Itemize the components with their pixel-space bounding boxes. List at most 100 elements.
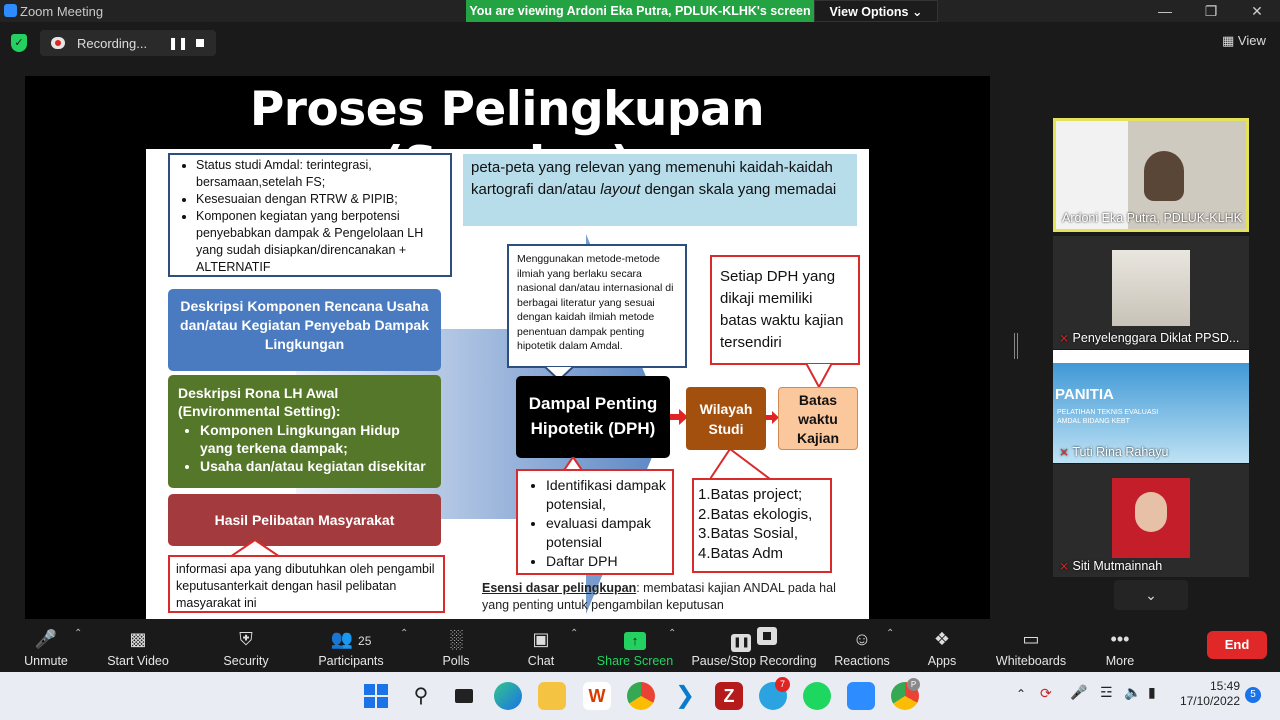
participants-icon: 👥 25 <box>330 629 372 649</box>
windows-start-icon[interactable] <box>362 682 390 710</box>
task-view-icon[interactable] <box>450 682 478 710</box>
participants-button[interactable]: 👥 25 Participants <box>306 627 396 668</box>
status-studi-box: Status studi Amdal: terintegrasi, bersam… <box>168 153 452 277</box>
share-options-caret[interactable]: ⌃ <box>668 628 677 639</box>
battery-icon[interactable]: ▮ <box>1148 684 1156 700</box>
whiteboards-button[interactable]: ▭ Whiteboards <box>986 627 1076 668</box>
metode-box: Menggunakan metode-metode ilmiah yang be… <box>507 244 687 368</box>
cloud-record-icon <box>51 37 65 49</box>
grid-view-icon: ▦ <box>1222 33 1235 48</box>
close-icon[interactable]: ✕ <box>1251 3 1263 19</box>
shared-screen: Proses Pelingkupan (Scoping) Status stud… <box>25 76 990 619</box>
pause-recording-icon[interactable]: ❚❚ <box>168 36 189 50</box>
polls-button[interactable]: ░ Polls <box>411 627 501 668</box>
tile-subheading: PELATIHAN TEKNIS EVALUASI AMDAL BIDANG K… <box>1057 409 1159 425</box>
wilayah-studi-box: Wilayah Studi <box>686 387 766 450</box>
unmute-button[interactable]: 🎤 Unmute <box>1 627 91 668</box>
spotify-icon[interactable] <box>803 682 831 710</box>
mic-muted-icon: ⨯ <box>1059 445 1070 459</box>
apps-button[interactable]: ❖ Apps <box>897 627 987 668</box>
list-item: 3.Batas Sosial, <box>698 525 799 542</box>
pause-stop-icon: ❚❚ <box>689 627 819 652</box>
profile-badge: P <box>907 678 920 691</box>
notification-badge[interactable]: 5 <box>1245 687 1261 703</box>
restore-icon[interactable]: ❐ <box>1204 3 1218 19</box>
informasi-box: informasi apa yang dibutuhkan oleh penga… <box>168 555 445 613</box>
sync-icon[interactable]: ⟳ <box>1040 685 1052 701</box>
video-tile[interactable]: ⨯ Siti Mutmainnah <box>1053 464 1249 577</box>
peta-requirement-box: peta-peta yang relevan yang memenuhi kai… <box>463 154 857 226</box>
chat-bubble-icon: ▣ <box>532 629 550 649</box>
minimize-icon[interactable]: — <box>1158 3 1172 19</box>
stop-recording-icon[interactable] <box>196 39 204 47</box>
video-tile[interactable]: PANITIA PELATIHAN TEKNIS EVALUASI AMDAL … <box>1053 350 1249 463</box>
list-item: 2.Batas ekologis, <box>698 505 813 523</box>
share-screen-button[interactable]: ↑ Share Screen <box>590 627 680 668</box>
list-item: Status studi Amdal: terintegrasi, bersam… <box>196 157 446 191</box>
reactions-options-caret[interactable]: ⌃ <box>886 628 895 639</box>
start-video-button[interactable]: ▩ Start Video <box>93 627 183 668</box>
show-hidden-icons[interactable]: ⌃ <box>1016 687 1027 701</box>
participant-name-row: ⨯ Tuti Rina Rahayu <box>1059 445 1168 459</box>
vscode-icon[interactable]: ❯ <box>674 682 696 709</box>
clock-time: 15:49 <box>1209 679 1240 693</box>
list-item: Daftar DPH <box>546 552 668 571</box>
security-label: Security <box>223 654 269 668</box>
rona-lh-bar: Deskripsi Rona LH Awal (Environmental Se… <box>168 375 441 488</box>
apps-label: Apps <box>927 654 957 668</box>
participants-options-caret[interactable]: ⌃ <box>400 628 409 639</box>
video-tile-active-speaker[interactable]: Ardoni Eka Putra, PDLUK-KLHK <box>1053 118 1249 232</box>
avatar-face <box>1135 492 1167 532</box>
peta-text-italic: layout <box>600 181 641 198</box>
callout-pointer <box>710 449 770 479</box>
edge-browser-icon[interactable] <box>494 682 522 710</box>
filezilla-icon[interactable]: Z <box>715 682 743 710</box>
list-item: Usaha dan/atau kegiatan disekitar <box>200 457 431 475</box>
setiap-dph-box: Setiap DPH yang dikaji memiliki batas wa… <box>710 255 860 365</box>
windows-taskbar: ⚲ W ❯ Z 7 P ⌃ ⟳ 🎤 ☲ 🔈 ▮ 15:49 17/10/2022… <box>0 672 1280 720</box>
pause-stop-recording-button[interactable]: ❚❚ Pause/Stop Recording <box>689 627 819 668</box>
reactions-button[interactable]: ☺ Reactions <box>817 627 907 668</box>
chrome-profile-icon[interactable]: P <box>891 678 920 710</box>
chrome-icon[interactable] <box>627 682 655 710</box>
zoom-icon[interactable] <box>847 682 875 710</box>
bar-chart-icon: ░ <box>449 629 463 649</box>
search-icon[interactable]: ⚲ <box>413 685 429 707</box>
window-title: Zoom Meeting <box>20 4 104 19</box>
microphone-icon[interactable]: 🎤 <box>1070 684 1088 700</box>
clock[interactable]: 15:49 17/10/2022 <box>1174 679 1240 709</box>
encryption-shield-icon[interactable]: ✓ <box>11 34 27 52</box>
participant-name: Ardoni Eka Putra, PDLUK-KLHK <box>1062 211 1242 225</box>
smiley-icon: ☺ <box>852 629 872 649</box>
view-button[interactable]: ▦ View <box>1222 33 1266 49</box>
file-explorer-icon[interactable] <box>538 682 566 710</box>
avatar <box>1112 250 1190 326</box>
start-video-label: Start Video <box>107 654 169 668</box>
whiteboards-label: Whiteboards <box>995 654 1067 668</box>
scroll-down-button[interactable]: ⌄ <box>1114 580 1188 610</box>
end-meeting-button[interactable]: End <box>1207 631 1267 659</box>
security-button[interactable]: ⛨ Security <box>201 627 291 668</box>
wps-office-icon[interactable]: W <box>583 682 611 710</box>
video-tile[interactable]: ⨯ Penyelenggara Diklat PPSD... <box>1053 236 1249 349</box>
list-item: evaluasi dampak potensial <box>546 514 668 552</box>
volume-icon[interactable]: 🔈 <box>1124 684 1142 700</box>
view-options-button[interactable]: View Options ⌄ <box>814 0 938 22</box>
audio-options-caret[interactable]: ⌃ <box>74 628 83 639</box>
wifi-icon[interactable]: ☲ <box>1100 684 1113 700</box>
chat-button[interactable]: ▣ Chat <box>496 627 586 668</box>
more-button[interactable]: ••• More <box>1075 627 1165 668</box>
panel-resize-handle[interactable] <box>1014 333 1018 359</box>
participant-name: Tuti Rina Rahayu <box>1072 445 1169 459</box>
telegram-icon[interactable]: 7 <box>759 677 790 710</box>
batas-list-box: 1.Batas project; 2.Batas ekologis, 3.Bat… <box>692 478 832 573</box>
share-screen-icon: ↑ <box>590 627 680 651</box>
mic-muted-icon: ⨯ <box>1059 559 1070 573</box>
video-off-icon: ▩ <box>129 629 147 649</box>
dph-box: Dampal Penting Hipotetik (DPH) <box>516 376 670 458</box>
telegram-badge: 7 <box>775 677 790 692</box>
chat-options-caret[interactable]: ⌃ <box>570 628 579 639</box>
unmute-label: Unmute <box>24 654 68 668</box>
recording-label: Recording... <box>77 36 148 51</box>
whiteboard-icon: ▭ <box>1022 629 1040 649</box>
